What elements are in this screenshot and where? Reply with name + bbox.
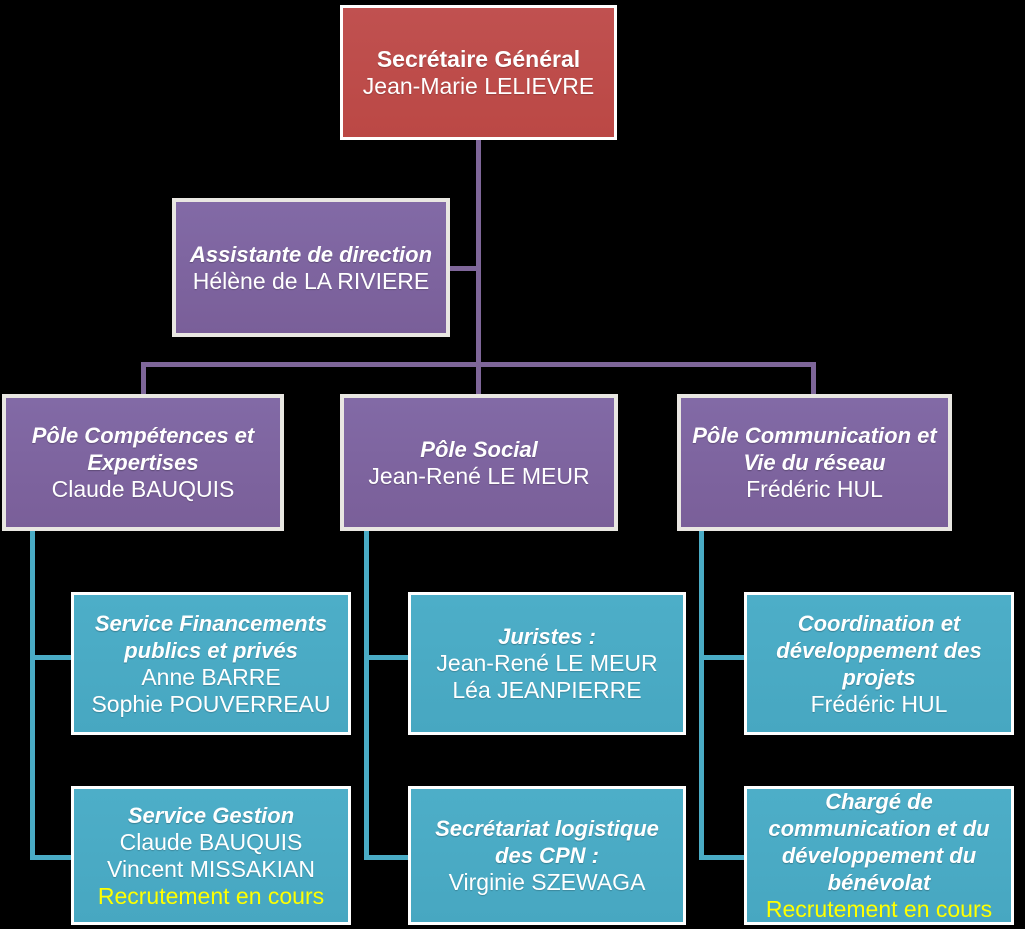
node-title: Pôle Compétences et Expertises (31, 423, 255, 475)
connector-drop-pole-social (476, 367, 481, 394)
org-node-assistante-direction: Assistante de direction Hélène de LA RIV… (172, 198, 450, 337)
org-node-secretaire-general: Secrétaire Général Jean-Marie LELIEVRE (340, 5, 617, 140)
org-node-service-financements: Service Financements publics et privés A… (71, 592, 351, 735)
connector-assistante-horizontal (450, 266, 478, 271)
node-title: Secrétariat logistique des CPN : (435, 816, 659, 868)
org-node-coordination-projets: Coordination et développement des projet… (744, 592, 1014, 735)
recruiting-status: Recrutement en cours (97, 882, 325, 909)
node-member: Jean-Marie LELIEVRE (362, 72, 595, 99)
org-node-secretariat-cpn: Secrétariat logistique des CPN : Virgini… (408, 786, 686, 925)
node-title: Pôle Social (420, 436, 538, 462)
node-title: Chargé de communication et du développem… (768, 789, 990, 895)
connector-to-service-financements (30, 655, 71, 660)
org-node-service-gestion: Service Gestion Claude BAUQUIS Vincent M… (71, 786, 351, 925)
org-node-pole-social: Pôle Social Jean-René LE MEUR (340, 394, 618, 531)
org-node-juristes: Juristes : Jean-René LE MEUR Léa JEANPIE… (408, 592, 686, 735)
connector-to-service-gestion (30, 855, 71, 860)
org-node-pole-communication: Pôle Communication et Vie du réseau Fréd… (677, 394, 952, 531)
node-member: Claude BAUQUIS (51, 476, 235, 502)
connector-competences-vertical (30, 531, 35, 860)
node-member: Hélène de LA RIVIERE (192, 267, 430, 294)
node-member: Frédéric HUL (810, 690, 948, 717)
connector-to-secretariat-cpn (364, 855, 408, 860)
node-title: Assistante de direction (189, 241, 433, 267)
node-member: Anne BARRE (141, 663, 281, 690)
node-member: Frédéric HUL (746, 476, 883, 502)
node-member: Léa JEANPIERRE (452, 677, 642, 703)
connector-to-juristes (364, 655, 408, 660)
connector-poles-horizontal (141, 362, 816, 367)
org-node-charge-communication: Chargé de communication et du développem… (744, 786, 1014, 925)
connector-social-vertical (364, 531, 369, 860)
node-title: Service Gestion (127, 802, 295, 828)
node-member: Jean-René LE MEUR (436, 650, 658, 676)
connector-to-coordination (699, 655, 744, 660)
node-title: Pôle Communication et Vie du réseau (692, 423, 937, 475)
connector-to-charge-communication (699, 855, 744, 860)
recruiting-status: Recrutement en cours (765, 896, 993, 922)
org-node-pole-competences: Pôle Compétences et Expertises Claude BA… (2, 394, 284, 531)
node-title: Secrétaire Général (376, 45, 581, 72)
node-member: Vincent MISSAKIAN (107, 855, 315, 882)
node-title: Service Financements publics et privés (94, 610, 328, 663)
connector-sg-vertical (476, 140, 481, 364)
node-title: Juristes : (498, 624, 596, 649)
node-member: Jean-René LE MEUR (368, 462, 590, 489)
connector-communication-vertical (699, 531, 704, 860)
connector-drop-pole-communication (811, 367, 816, 394)
node-member: Claude BAUQUIS (119, 828, 303, 855)
connector-drop-pole-competences (141, 367, 146, 394)
node-title: Coordination et développement des projet… (776, 610, 982, 690)
node-member: Virginie SZEWAGA (448, 869, 646, 895)
node-member: Sophie POUVERREAU (91, 690, 331, 717)
